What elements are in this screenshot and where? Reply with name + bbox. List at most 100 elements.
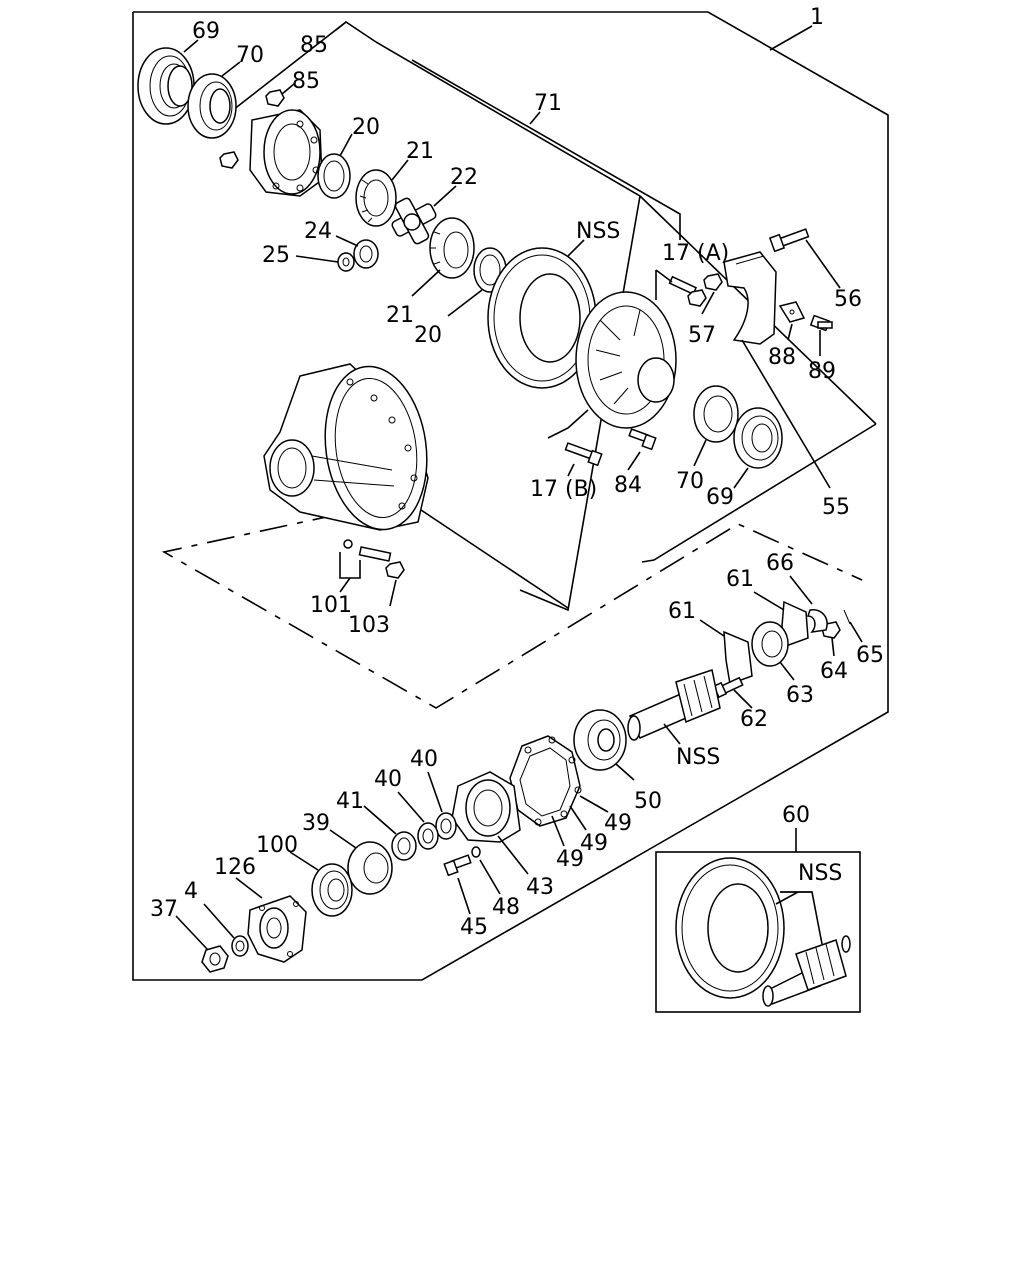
label-37: 37 xyxy=(150,897,178,922)
label-88: 88 xyxy=(768,345,796,370)
leader-103 xyxy=(389,579,397,607)
bolt-89 xyxy=(809,314,833,332)
label-66: 66 xyxy=(766,551,794,576)
nut-85b xyxy=(219,151,239,169)
differential-case xyxy=(249,109,323,197)
leader-126 xyxy=(235,877,263,899)
leader-22 xyxy=(433,185,457,207)
leader-61b xyxy=(699,619,725,637)
leader-101 xyxy=(339,552,361,579)
label-100: 100 xyxy=(256,833,298,858)
lock-plate-88 xyxy=(778,301,806,323)
label-49b: 49 xyxy=(580,831,608,856)
stud-101 xyxy=(343,539,392,562)
ring-gear xyxy=(487,247,597,389)
label-85b: 85 xyxy=(292,69,320,94)
label-24: 24 xyxy=(304,219,332,244)
group-71-outline xyxy=(411,59,681,240)
leader-nss3 xyxy=(780,891,823,945)
label-60: 60 xyxy=(782,803,810,828)
leader-1 xyxy=(769,25,813,51)
bearing-50 xyxy=(573,709,627,771)
lock-plate-61a xyxy=(781,600,809,648)
bearing-70b xyxy=(693,385,739,443)
label-64: 64 xyxy=(820,659,848,684)
label-nss3: NSS xyxy=(798,861,842,886)
leader-88 xyxy=(787,323,793,341)
leader-25 xyxy=(295,255,339,263)
nut-57 xyxy=(703,273,723,291)
leader-101b xyxy=(339,577,351,593)
bearing-cap-55 xyxy=(723,251,777,345)
leader-40a xyxy=(427,771,443,813)
label-84: 84 xyxy=(614,473,642,498)
pinion-gear-24 xyxy=(353,239,379,269)
companion-flange-126 xyxy=(247,895,307,963)
leader-100 xyxy=(289,851,319,871)
shim-49 xyxy=(509,735,582,827)
leader-85a xyxy=(335,21,347,31)
label-57: 57 xyxy=(688,323,716,348)
leader-nss1 xyxy=(567,239,585,257)
label-63: 63 xyxy=(786,683,814,708)
bearing-70 xyxy=(187,73,237,139)
washer-4 xyxy=(231,935,249,957)
leader-49c xyxy=(551,815,565,847)
lock-plate-61b xyxy=(723,630,753,686)
leader-40b xyxy=(397,791,425,823)
label-70a: 70 xyxy=(236,43,264,68)
label-39: 39 xyxy=(302,811,330,836)
seal-69 xyxy=(137,47,195,125)
label-89: 89 xyxy=(808,359,836,384)
bearing-39 xyxy=(347,841,393,895)
label-65: 65 xyxy=(856,643,884,668)
label-22: 22 xyxy=(450,165,478,190)
gear-set-inset-box xyxy=(655,851,861,1013)
shim-40a xyxy=(435,812,457,840)
label-25: 25 xyxy=(262,243,290,268)
cotter-pin-65 xyxy=(843,609,851,625)
leader-65 xyxy=(849,621,863,643)
leader-85b xyxy=(281,83,295,95)
leader-50 xyxy=(615,763,635,781)
leader-48 xyxy=(479,859,501,895)
leader-39 xyxy=(329,829,357,849)
leader-49a xyxy=(579,795,609,813)
leader-56 xyxy=(805,239,841,289)
leader-61a xyxy=(753,591,785,611)
bearing-63 xyxy=(751,621,789,667)
label-71: 71 xyxy=(534,91,562,116)
bolt-17b xyxy=(564,442,603,467)
label-61b: 61 xyxy=(668,599,696,624)
nut-37 xyxy=(201,945,229,973)
carrier-housing xyxy=(263,363,429,531)
leader-63 xyxy=(779,661,795,681)
leader-24 xyxy=(335,235,359,247)
nut-103 xyxy=(385,561,405,579)
label-nss2: NSS xyxy=(676,745,720,770)
label-4: 4 xyxy=(184,879,198,904)
label-17a: 17 (A) xyxy=(662,241,729,266)
label-41: 41 xyxy=(336,789,364,814)
leader-49b xyxy=(569,805,587,831)
leader-70b xyxy=(693,439,707,467)
leader-45 xyxy=(457,877,471,915)
bolt-84 xyxy=(628,428,657,451)
label-62: 62 xyxy=(740,707,768,732)
label-49c: 49 xyxy=(556,847,584,872)
bearing-retainer-43 xyxy=(451,771,521,843)
differential-case-flange xyxy=(575,291,677,429)
label-17b: 17 (B) xyxy=(530,477,597,502)
label-55: 55 xyxy=(822,495,850,520)
leader-57 xyxy=(701,291,715,315)
label-40a: 40 xyxy=(410,747,438,772)
spider-22 xyxy=(391,197,437,245)
side-gear-21a xyxy=(355,169,397,227)
inset-ring-gear xyxy=(675,857,785,999)
label-45: 45 xyxy=(460,915,488,940)
leader-21b xyxy=(411,269,441,297)
leader-55 xyxy=(741,339,831,489)
leader-17a xyxy=(655,269,673,283)
bolt-56 xyxy=(768,228,810,253)
